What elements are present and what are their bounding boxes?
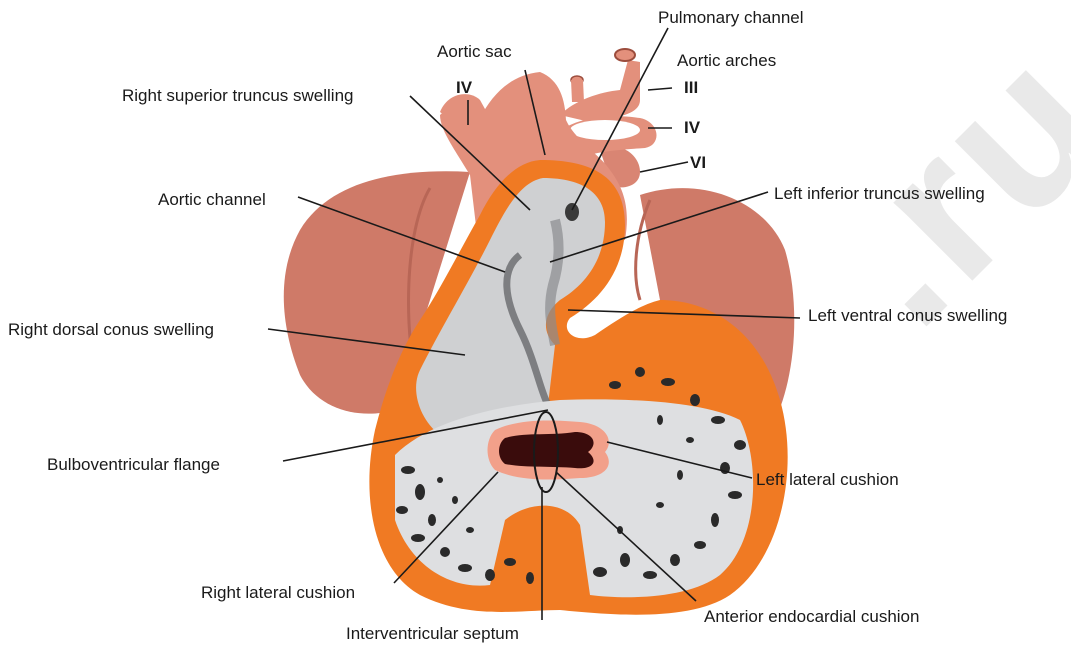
pulmonary-channel-opening <box>565 203 579 221</box>
label-left-lateral-cushion: Left lateral cushion <box>756 470 899 490</box>
arch-opening-top <box>615 49 635 61</box>
numeral-arch-iv-left: IV <box>456 78 472 98</box>
label-right-dorsal-conus: Right dorsal conus swelling <box>8 320 214 340</box>
label-pulmonary-channel: Pulmonary channel <box>658 8 804 28</box>
label-aortic-channel: Aortic channel <box>158 190 266 210</box>
arch-gap <box>570 120 640 140</box>
label-left-inferior-truncus: Left inferior truncus swelling <box>774 184 985 204</box>
arch-branch-small <box>571 80 584 102</box>
av-canal-lumen <box>499 432 594 468</box>
label-bulboventricular-flange: Bulboventricular flange <box>47 455 220 475</box>
numeral-arch-vi: VI <box>690 153 706 173</box>
numeral-arch-iii: III <box>684 78 698 98</box>
label-left-ventral-conus: Left ventral conus swelling <box>808 306 1007 326</box>
label-aortic-sac: Aortic sac <box>437 42 512 62</box>
label-aortic-arches: Aortic arches <box>677 51 776 71</box>
label-right-lateral-cushion: Right lateral cushion <box>201 583 355 603</box>
numeral-arch-iv-right: IV <box>684 118 700 138</box>
label-anterior-endocardial-cushion: Anterior endocardial cushion <box>704 607 919 627</box>
label-interventricular-septum: Interventricular septum <box>346 624 519 644</box>
label-right-superior-truncus: Right superior truncus swelling <box>122 86 354 106</box>
